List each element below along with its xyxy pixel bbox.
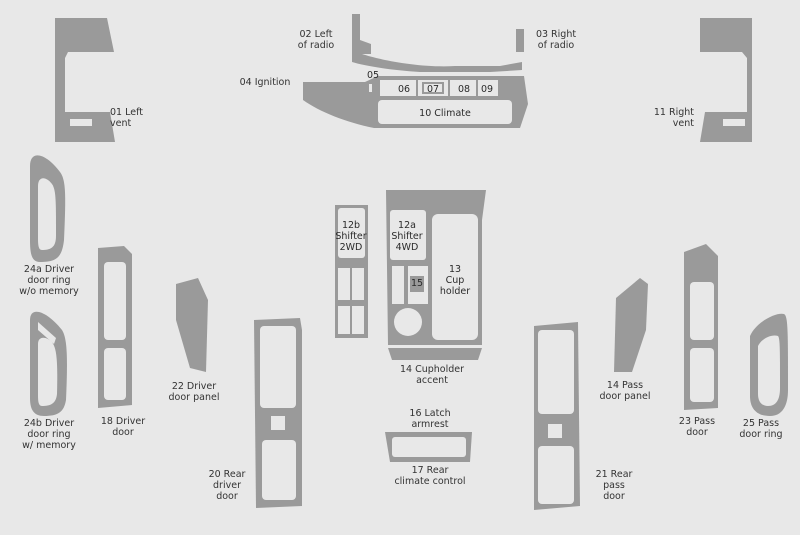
label-07: 07 <box>426 84 440 95</box>
part-12b-shifter-2wd <box>335 205 368 338</box>
part-12a-13-console <box>386 190 486 345</box>
part-25-pass-door-ring <box>750 313 788 416</box>
part-14-pass-door-panel <box>614 278 648 372</box>
label-14-cupholder-accent: 14 Cupholder accent <box>399 364 465 386</box>
label-23-pass-door: 23 Pass door <box>678 416 716 438</box>
part-03-right-of-radio <box>516 29 524 52</box>
part-21-rear-pass-door <box>534 322 580 510</box>
part-18-driver-door <box>98 246 132 408</box>
label-12a-shifter-4wd: 12a Shifter 4WD <box>391 220 423 253</box>
part-20-rear-driver-door <box>254 318 302 508</box>
label-17-rear-climate-control: 17 Rear climate control <box>394 465 466 487</box>
part-24b-door-ring <box>30 311 67 416</box>
label-02-left-of-radio: 02 Left of radio <box>297 29 335 51</box>
part-radio-strip <box>352 54 522 72</box>
part-02-left-of-radio <box>352 14 371 54</box>
label-09: 09 <box>480 84 494 95</box>
label-15: 15 <box>410 278 424 289</box>
part-23-pass-door <box>684 244 718 410</box>
label-25-pass-door-ring: 25 Pass door ring <box>739 418 783 440</box>
label-16-latch-armrest: 16 Latch armrest <box>409 408 451 430</box>
part-16-latch-armrest <box>388 348 482 360</box>
label-05: 05 <box>366 70 380 81</box>
label-04-ignition: 04 Ignition <box>239 77 291 88</box>
label-12b-shifter-2wd: 12b Shifter 2WD <box>335 220 367 253</box>
part-04-10-climate-bezel <box>303 76 528 128</box>
label-14-pass-door-panel: 14 Pass door panel <box>599 380 651 402</box>
label-10-climate: 10 Climate <box>419 108 471 119</box>
label-20-rear-driver-door: 20 Rear driver door <box>208 469 246 502</box>
part-24a-door-ring <box>30 155 66 262</box>
label-21-rear-pass-door: 21 Rear pass door <box>595 469 633 502</box>
label-06: 06 <box>397 84 411 95</box>
label-22-driver-door-panel: 22 Driver door panel <box>168 381 220 403</box>
label-08: 08 <box>457 84 471 95</box>
label-24b-driver-door-ring: 24b Driver door ring w/ memory <box>22 418 76 451</box>
label-01-left-vent: 01 Left vent <box>110 107 143 129</box>
part-11-right-vent <box>700 18 752 142</box>
part-17-rear-climate <box>385 432 472 462</box>
label-24a-driver-door-ring: 24a Driver door ring w/o memory <box>19 264 79 297</box>
label-03-right-of-radio: 03 Right of radio <box>535 29 577 51</box>
label-18-driver-door: 18 Driver door <box>100 416 146 438</box>
part-22-driver-door-panel <box>176 278 208 372</box>
label-13-cup-holder: 13 Cup holder <box>439 264 471 297</box>
label-11-right-vent: 11 Right vent <box>653 107 694 129</box>
part-01-left-vent <box>55 18 115 142</box>
